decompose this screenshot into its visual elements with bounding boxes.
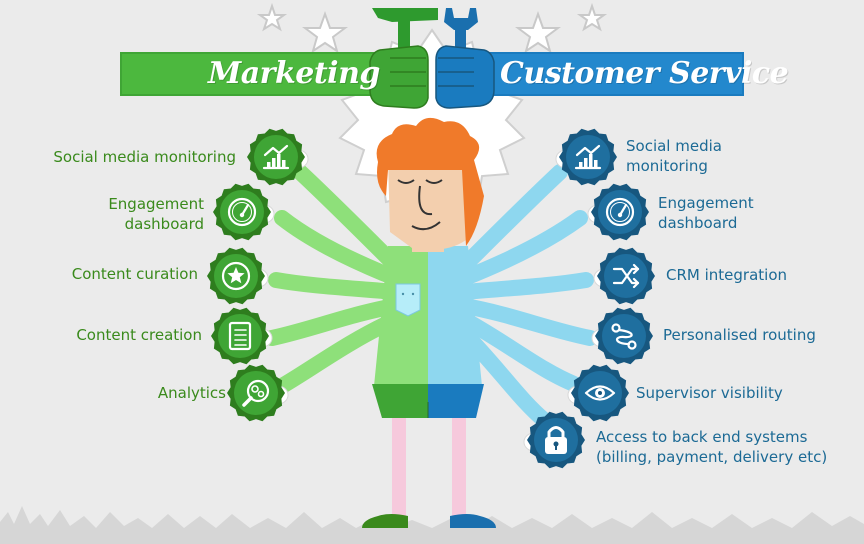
service-badges [523,128,655,469]
service-badge-5 [523,411,585,469]
left-fist [369,45,429,109]
star-icon [221,261,251,291]
grass [0,506,864,544]
service-item-social-media-monitoring: Social media monitoring [626,137,722,175]
marketing-banner [120,52,382,96]
shuffle-arrows-icon [612,263,640,289]
marketing-item-analytics: Analytics [157,384,226,402]
service-badge-3 [591,307,653,365]
document-icon [228,321,252,351]
customer-service-title: Customer Service [500,56,789,91]
marketing-item-engagement-dashboard: Engagement dashboard [108,195,204,233]
marketing-badge-3 [211,307,273,365]
eye-icon [584,385,616,401]
service-item-supervisor-visibility: Supervisor visibility [636,384,783,402]
marketing-badge-2 [207,247,269,305]
magnifier-gears-icon [242,379,270,407]
service-item-engagement-dashboard: Engagement dashboard [658,194,754,232]
bar-chart-icon [262,144,290,170]
service-badge-0 [555,128,617,186]
stars [256,2,608,54]
marketing-arms [264,164,403,394]
service-arms [457,164,598,428]
pocket [395,283,421,317]
marketing-item-content-creation: Content creation [76,326,202,344]
service-badge-1 [587,183,649,241]
customer-service-banner [482,52,744,96]
bar-chart-icon [574,144,602,170]
star-icon [302,11,348,54]
service-badge-4 [567,364,629,422]
star-icon [576,2,608,32]
marketing-badges [207,128,309,422]
star-icon [256,2,288,32]
marketing-badge-0 [247,128,309,186]
marketing-item-content-curation: Content curation [71,265,198,283]
marketing-title: Marketing [208,56,380,91]
service-item-personalised-routing: Personalised routing [663,326,816,344]
route-icon [611,323,637,350]
service-item-crm-integration: CRM integration [666,266,788,284]
gauge-icon [227,197,257,227]
gauge-icon [605,197,635,227]
service-item-back-end-access: Access to back end systems (billing, pay… [596,428,828,466]
right-fist [435,45,495,109]
torso [372,246,484,418]
wrench-icon [444,8,478,68]
marketing-badge-4 [227,364,289,422]
marketing-item-social-media-monitoring: Social media monitoring [53,148,236,166]
service-badge-2 [593,247,655,305]
star-icon [515,11,561,54]
padlock-icon [545,426,567,454]
marketing-badge-1 [213,183,275,241]
legs [362,414,496,528]
head [376,117,484,252]
